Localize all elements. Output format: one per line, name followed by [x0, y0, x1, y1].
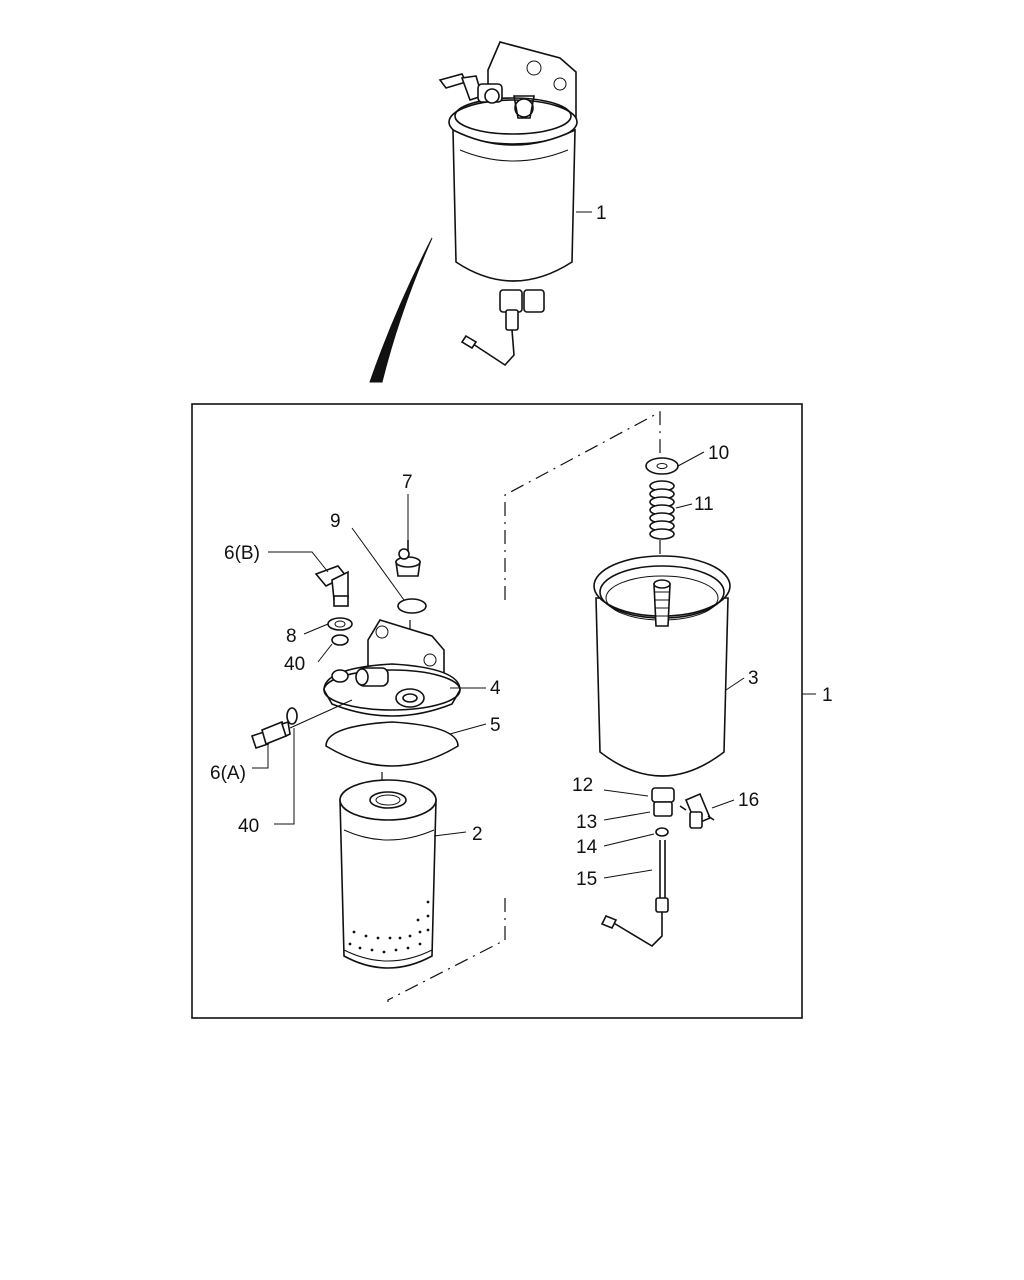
part-12-drain-body — [651, 787, 675, 803]
part-13-drain-nut — [653, 801, 673, 817]
part-16-bleed-valve — [679, 792, 715, 829]
callout-40-lower: 40 — [238, 816, 259, 837]
part-40-gasket-upper — [331, 634, 349, 646]
part-4-filter-head — [323, 619, 461, 717]
callout-7: 7 — [402, 472, 413, 493]
part-5-head-gasket — [325, 721, 459, 767]
part-2-filter-element — [339, 779, 437, 969]
callout-1-box: 1 — [822, 685, 833, 706]
callout-10: 10 — [708, 443, 729, 464]
part-14-o-ring — [655, 827, 669, 837]
callout-1-top: 1 — [596, 203, 607, 224]
part-7-vent-plug — [395, 540, 421, 577]
callout-14: 14 — [576, 837, 598, 858]
exploded-view-frame — [191, 403, 803, 1019]
part-40-o-ring-lower — [286, 707, 298, 725]
part-8-washer — [327, 617, 353, 631]
callout-13: 13 — [576, 812, 597, 833]
part-9-o-ring — [397, 598, 427, 614]
callout-6a: 6(A) — [210, 763, 246, 784]
callout-15: 15 — [576, 869, 597, 890]
callout-40-upper: 40 — [284, 654, 305, 675]
part-6a-straight-fitting — [250, 699, 353, 750]
callout-4: 4 — [490, 678, 501, 699]
part-6b-elbow-fitting — [314, 565, 349, 607]
callout-16: 16 — [738, 790, 759, 811]
part-3-filter-bowl — [593, 555, 731, 777]
callout-8: 8 — [286, 626, 297, 647]
view-indicator-arrow — [369, 237, 433, 383]
callout-12: 12 — [572, 775, 593, 796]
part-10-washer — [645, 457, 679, 475]
callout-2: 2 — [472, 824, 483, 845]
callout-9: 9 — [330, 511, 341, 532]
callout-3: 3 — [748, 668, 759, 689]
callout-5: 5 — [490, 715, 501, 736]
assembled-fuel-filter — [438, 41, 578, 367]
callout-6b: 6(B) — [224, 543, 260, 564]
part-15-water-sensor — [600, 840, 669, 948]
part-11-spring — [649, 480, 675, 540]
callout-11: 11 — [694, 494, 714, 515]
